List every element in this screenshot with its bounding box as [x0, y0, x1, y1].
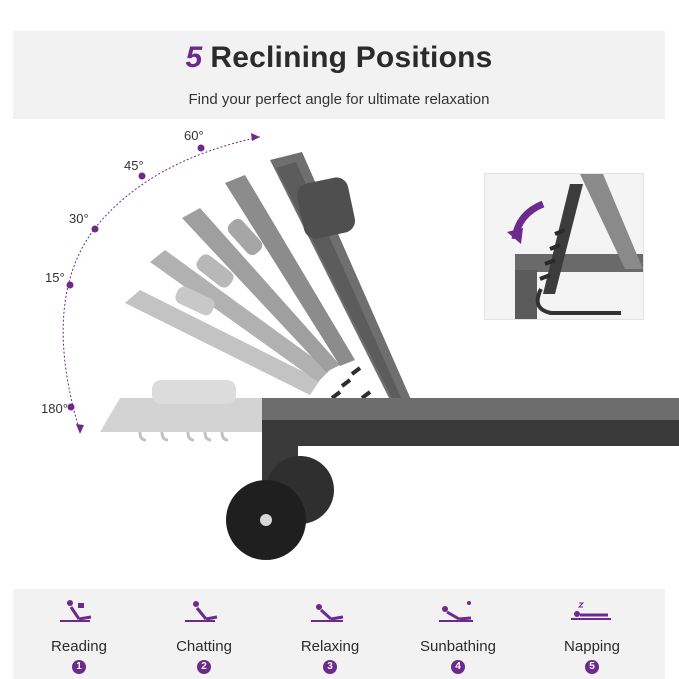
inset-seat-frame: [515, 254, 643, 272]
angle-dot-45: [138, 172, 146, 180]
inset-leg: [515, 270, 537, 319]
angle-dot-30: [91, 225, 99, 233]
ghost-pillow-15: [175, 286, 215, 316]
angle-label-45: 45°: [124, 158, 144, 173]
mechanism-detail-drawing: [507, 174, 643, 319]
positions-bar: Reading 1 Chatting 2 Relaxing 3 Sunbathi…: [13, 589, 665, 679]
ghost-15: [125, 290, 320, 395]
arc-arrow-bottom: [76, 424, 84, 434]
inset-rail: [543, 184, 583, 294]
ghost-60: [225, 175, 355, 366]
angle-label-180: 180°: [41, 401, 68, 416]
ghost-pillow-30: [196, 254, 234, 288]
headrest-pillow: [296, 177, 356, 239]
page-subtitle: Find your perfect angle for ultimate rel…: [188, 91, 490, 108]
seat-surface: [262, 398, 679, 422]
position-napping: Napping 5: [527, 589, 657, 679]
angle-dot-15: [66, 281, 74, 289]
ghost-flat-pillow: [152, 380, 236, 404]
inset-bar: [535, 288, 621, 315]
angle-label-30: 30°: [69, 211, 89, 226]
ghost-45: [182, 208, 340, 372]
title-number: 5: [185, 41, 203, 74]
position-badge: 1: [72, 660, 86, 674]
inset-arrow-head: [507, 228, 523, 244]
ghost-pillow-45: [227, 219, 263, 255]
position-badge: 5: [585, 660, 599, 674]
inset-ratchet: [539, 228, 566, 281]
ghost-flat-hooks: [138, 431, 229, 442]
ghost-30: [150, 250, 330, 382]
angle-label-15: 15°: [45, 270, 65, 285]
mechanism-detail-inset: [484, 173, 644, 320]
ghost-backrests: [100, 175, 355, 442]
angle-label-60: 60°: [184, 128, 204, 143]
relaxing-icon: [311, 604, 344, 622]
position-badge: 4: [451, 660, 465, 674]
frame-side: [262, 420, 679, 446]
title-text: Reclining Positions: [210, 41, 493, 74]
inset-backrest: [580, 174, 643, 269]
position-label: Napping: [564, 638, 620, 655]
position-badge: 3: [323, 660, 337, 674]
angle-dot-60: [197, 144, 205, 152]
position-badge: 2: [197, 660, 211, 674]
angle-dot-180: [67, 403, 75, 411]
position-label: Chatting: [176, 638, 232, 655]
position-label: Relaxing: [300, 638, 360, 655]
chatting-icon: [185, 601, 218, 622]
position-chatting: Chatting 2: [139, 589, 269, 679]
ghost-flat: [100, 398, 300, 432]
napping-icon: [571, 602, 611, 620]
position-relaxing: Relaxing 3: [265, 589, 395, 679]
position-label: Reading: [51, 638, 107, 655]
position-reading: Reading 1: [14, 589, 144, 679]
reading-icon: [60, 600, 92, 622]
position-label: Sunbathing: [420, 638, 496, 655]
sunbathing-icon: [439, 601, 473, 622]
arc-arrow-top: [251, 133, 260, 141]
position-sunbathing: Sunbathing 4: [393, 589, 523, 679]
wheel-hub: [260, 514, 272, 526]
